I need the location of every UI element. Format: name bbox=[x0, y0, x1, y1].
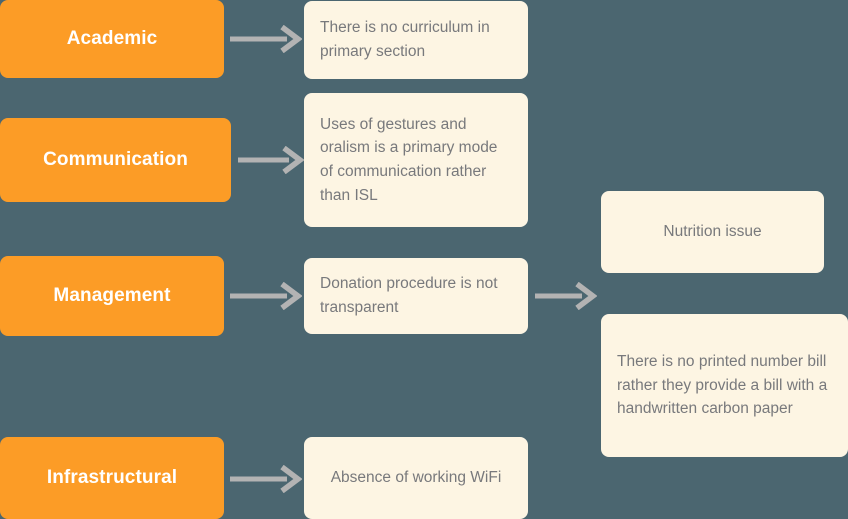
issue-label-infrastructural: Absence of working WiFi bbox=[330, 469, 502, 487]
category-label-communication: Communication bbox=[43, 149, 188, 170]
subissue-box-nutrition[interactable]: Nutrition issue bbox=[601, 191, 824, 273]
category-box-management[interactable]: Management bbox=[0, 256, 224, 336]
subissue-box-billing[interactable]: There is no printed number bill rather t… bbox=[601, 314, 848, 457]
category-label-academic: Academic bbox=[66, 28, 158, 49]
arrow-academic bbox=[230, 25, 302, 53]
category-box-infrastructural[interactable]: Infrastructural bbox=[0, 437, 224, 519]
category-label-infrastructural: Infrastructural bbox=[46, 467, 178, 488]
issue-label-academic: There is no curriculum in primary sectio… bbox=[320, 19, 490, 60]
issue-label-communication: Uses of gestures and oralism is a primar… bbox=[320, 115, 498, 204]
issue-box-management[interactable]: Donation procedure is not transparent bbox=[304, 258, 528, 334]
category-label-management: Management bbox=[53, 285, 171, 306]
arrow-management-to-subissues bbox=[535, 282, 597, 310]
arrow-management bbox=[230, 282, 302, 310]
category-box-academic[interactable]: Academic bbox=[0, 0, 224, 78]
subissue-label-billing: There is no printed number bill rather t… bbox=[617, 353, 828, 418]
issue-box-infrastructural[interactable]: Absence of working WiFi bbox=[304, 437, 528, 519]
arrow-infrastructural bbox=[230, 465, 302, 493]
subissue-label-nutrition: Nutrition issue bbox=[663, 223, 762, 241]
issue-box-academic[interactable]: There is no curriculum in primary sectio… bbox=[304, 1, 528, 79]
issue-label-management: Donation procedure is not transparent bbox=[320, 275, 498, 316]
arrow-communication bbox=[238, 146, 304, 174]
issue-box-communication[interactable]: Uses of gestures and oralism is a primar… bbox=[304, 93, 528, 227]
category-box-communication[interactable]: Communication bbox=[0, 118, 231, 202]
